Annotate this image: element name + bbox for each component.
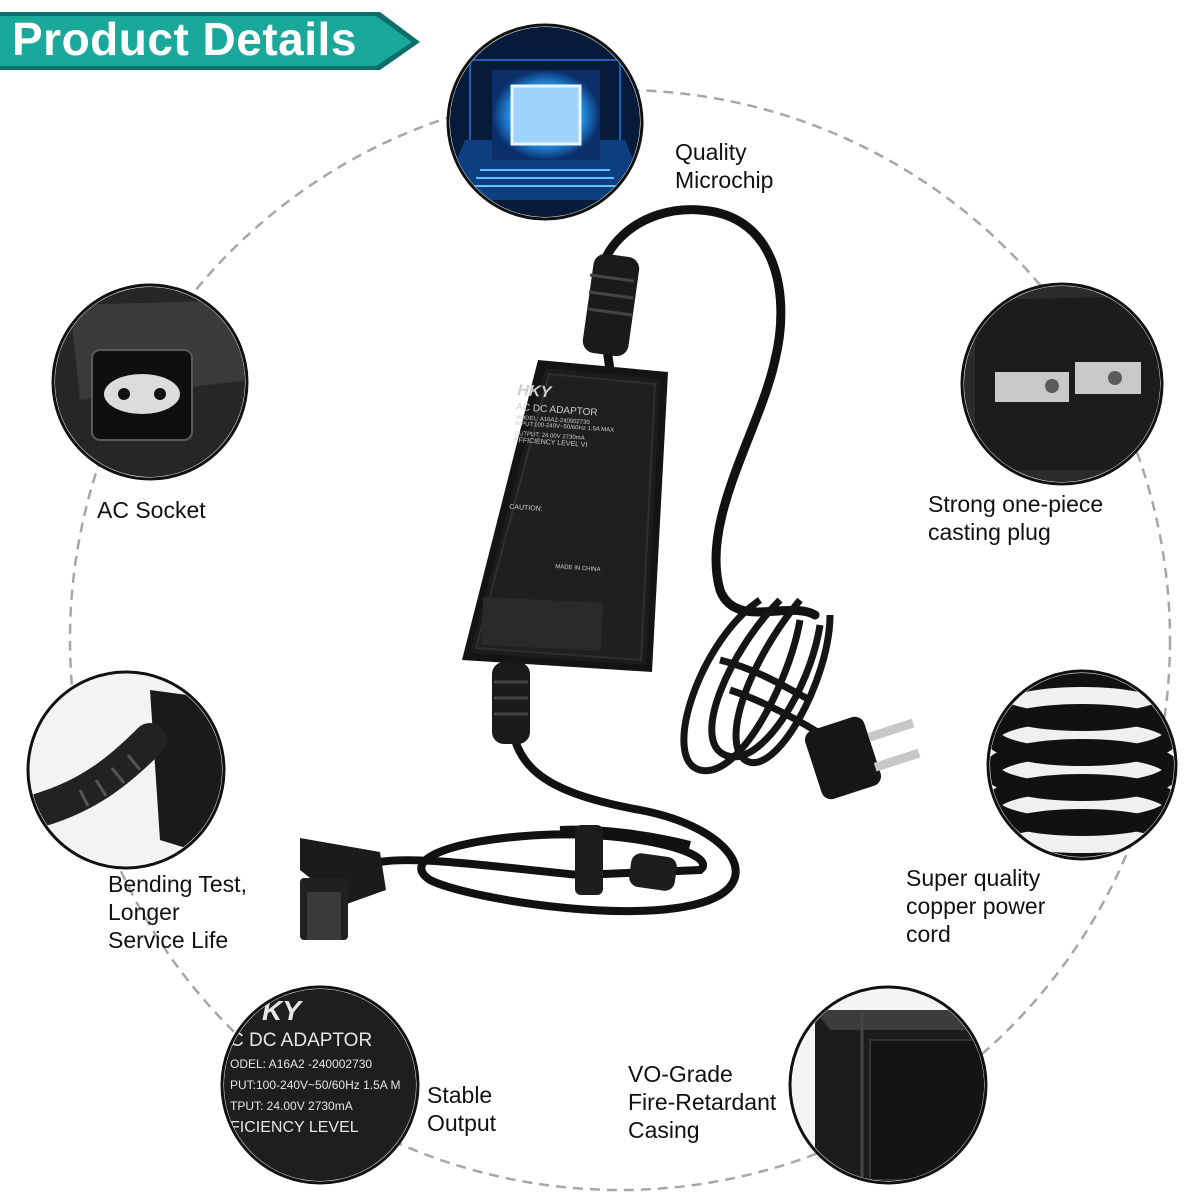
label-cord: Super quality copper power cord (906, 865, 1046, 947)
dc-barrel-connector (300, 838, 386, 940)
adapter-product (300, 205, 921, 940)
plug-head (804, 716, 921, 800)
ac-socket-thumbnail (51, 283, 249, 481)
closeup-model: ODEL: A16A2 -240002730 (230, 1057, 372, 1071)
top-strain-relief (582, 253, 640, 357)
closeup-efficiency: FICIENCY LEVEL (230, 1119, 359, 1136)
microchip-thumbnail (446, 23, 644, 221)
casing-thumbnail (788, 985, 988, 1185)
plug-thumbnail (960, 282, 1164, 486)
ac-cord-bundle (680, 597, 861, 775)
cord-thumbnail (986, 669, 1178, 861)
adapter-caution: CAUTION: (509, 503, 543, 514)
closeup-title: C DC ADAPTOR (230, 1030, 372, 1051)
label-plug: Strong one-piece casting plug (928, 491, 1104, 545)
label-ac-socket: AC Socket (97, 497, 206, 523)
adapter-body (462, 360, 668, 672)
closeup-input: PUT:100-240V~50/60Hz 1.5A M (230, 1078, 400, 1092)
closeup-output: TPUT: 24.00V 2730mA (230, 1099, 353, 1113)
label-microchip: Quality Microchip (675, 139, 774, 193)
label-stable-output: Stable Output (427, 1082, 497, 1136)
bottom-strain-relief (492, 662, 530, 744)
label-casing: VO-Grade Fire-Retardant Casing (628, 1061, 777, 1143)
bending-thumbnail (26, 670, 226, 870)
banner-title: Product Details (12, 13, 357, 65)
adapter-label: HKY AC DC ADAPTOR MODEL: A16A2-240002730… (505, 382, 648, 576)
label-bending: Bending Test, Longer Service Life (108, 871, 247, 953)
label-closeup-thumbnail: KY C DC ADAPTOR ODEL: A16A2 -240002730 P… (220, 985, 420, 1185)
closeup-brand: KY (262, 995, 303, 1026)
banner (0, 12, 420, 70)
